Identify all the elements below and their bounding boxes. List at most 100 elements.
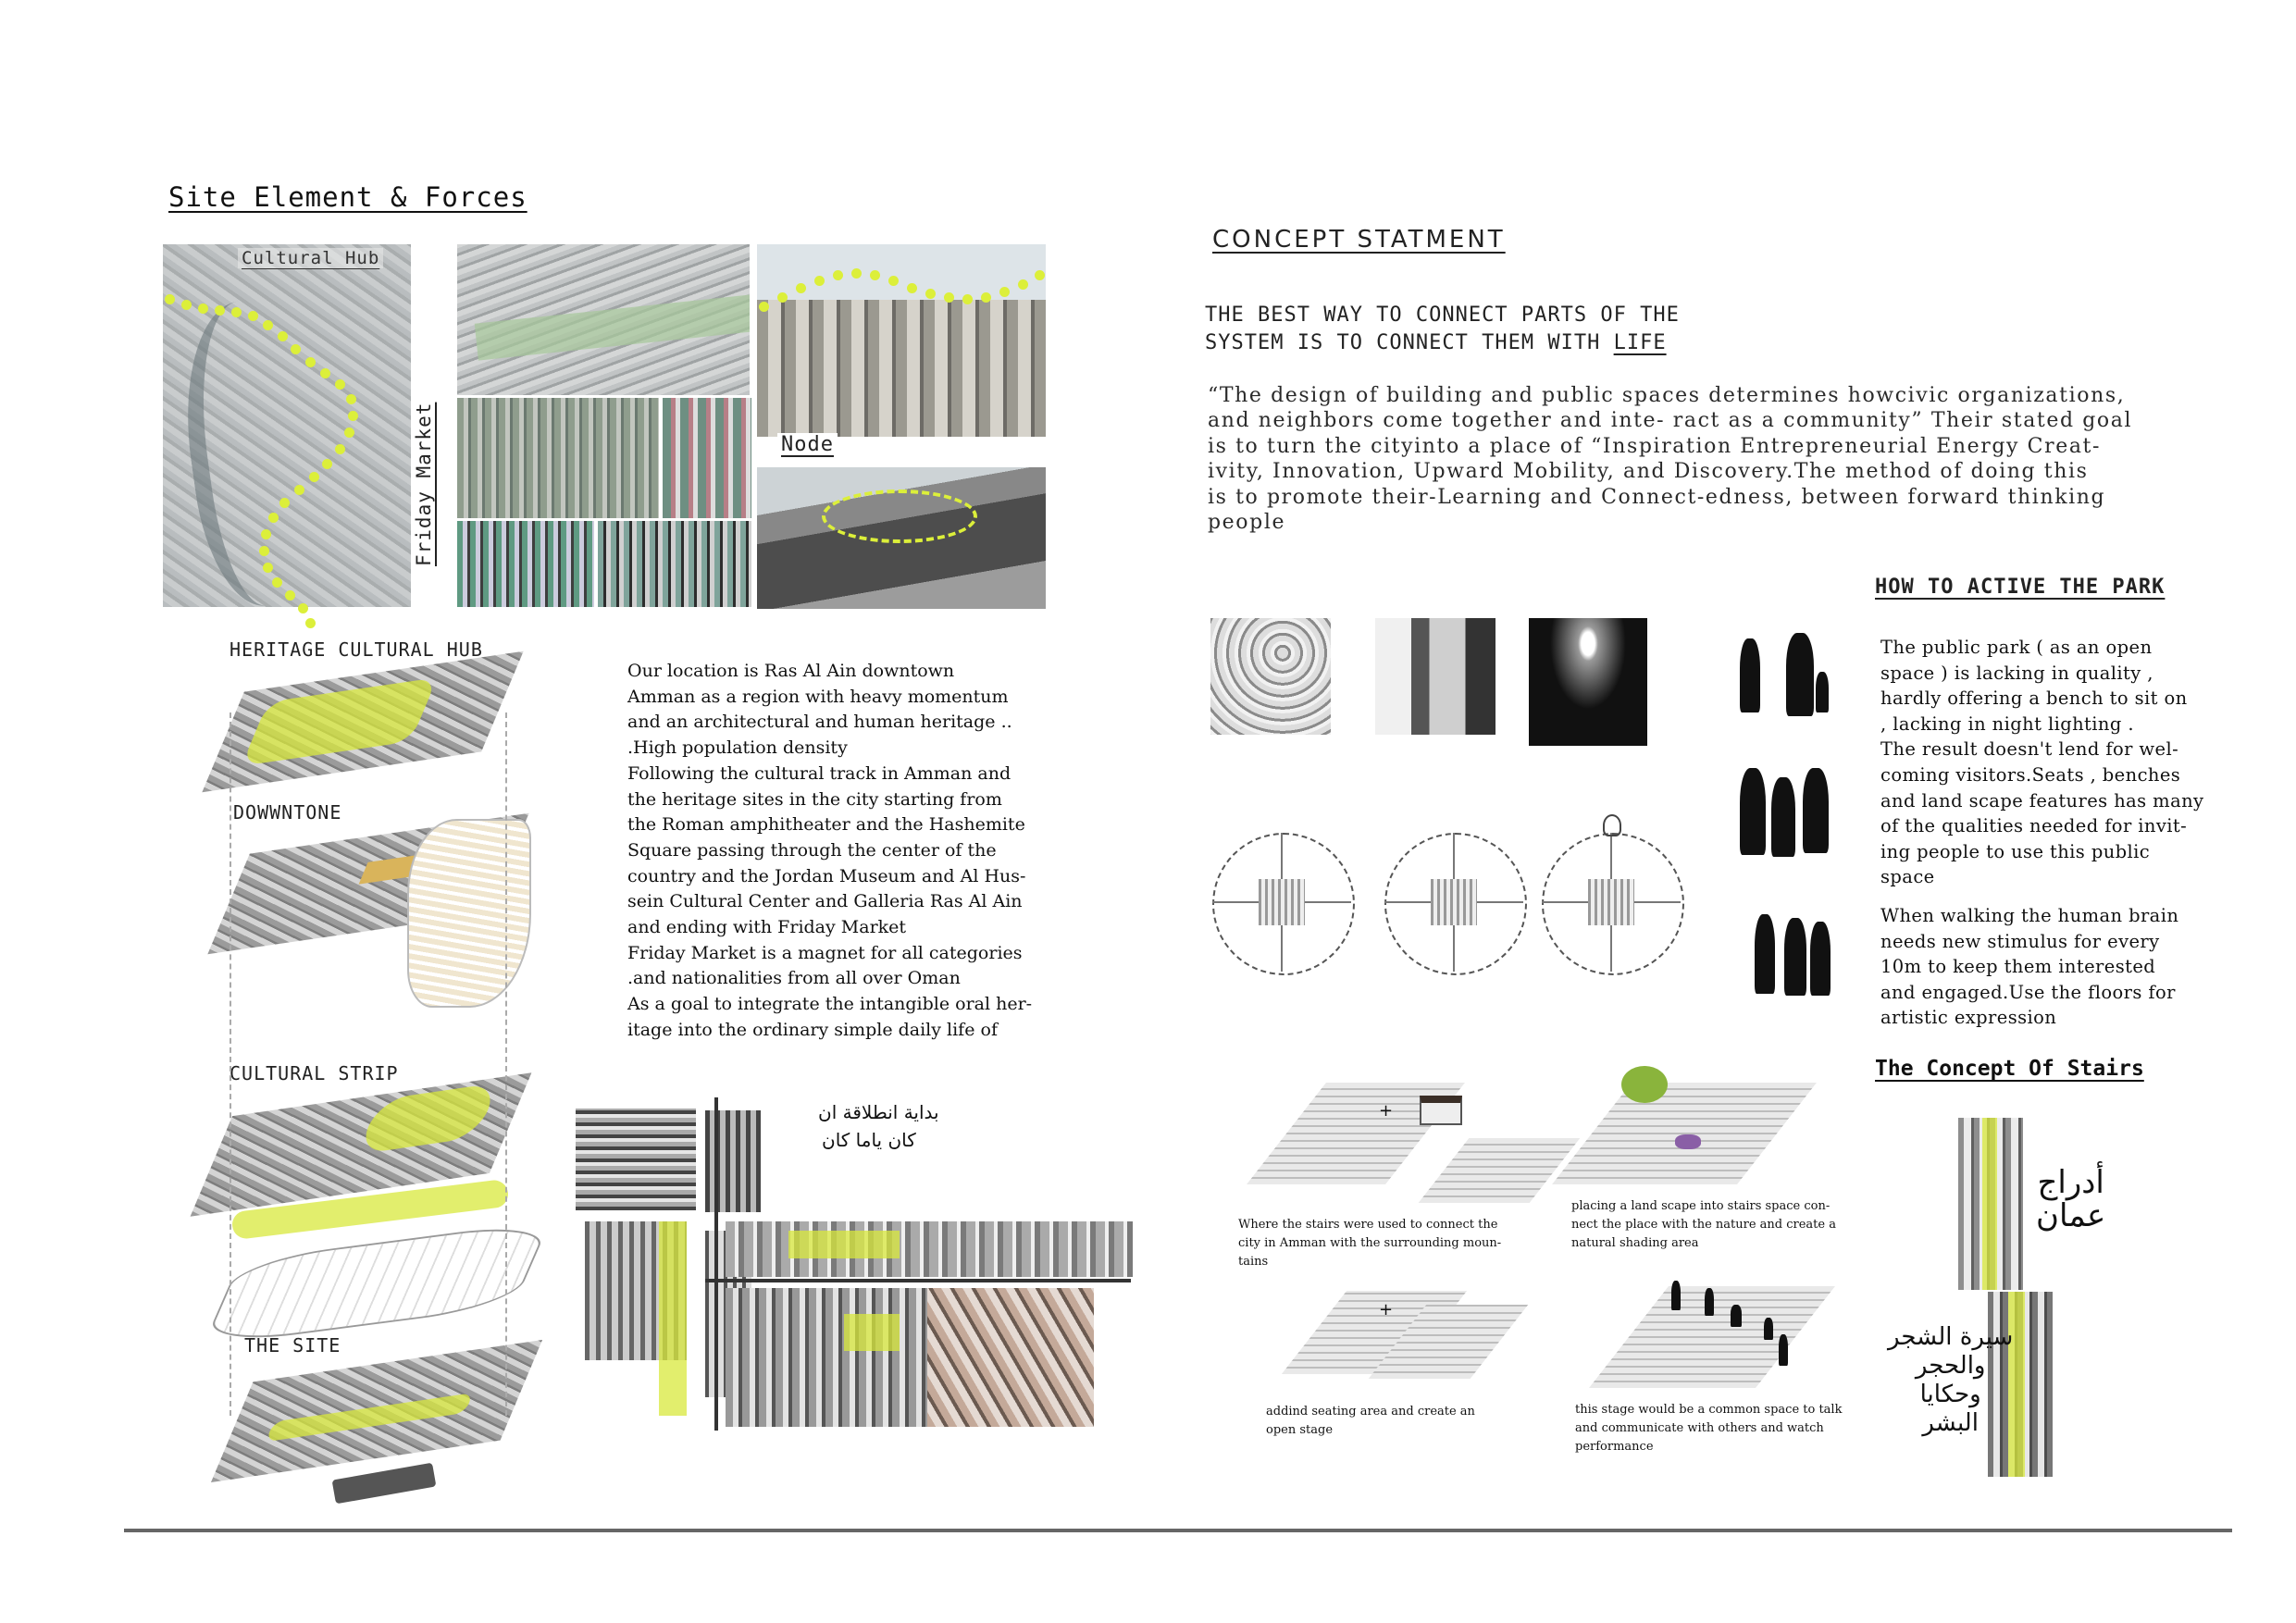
street-photo bbox=[1375, 618, 1496, 735]
layer-site-label: THE SITE bbox=[244, 1334, 341, 1357]
park-line: When walking the human brain bbox=[1880, 905, 2179, 926]
park-line: space ) is lacking in quality , bbox=[1880, 662, 2153, 684]
quote-line: people bbox=[1208, 511, 1286, 535]
plus-icon: + bbox=[1379, 1101, 1394, 1121]
plus-icon-2: + bbox=[1379, 1300, 1394, 1319]
park-line: The public park ( as an open bbox=[1880, 637, 2153, 658]
floor-pattern-photo bbox=[1210, 618, 1331, 735]
quote-line: is to turn the cityinto a place of “Insp… bbox=[1208, 434, 2102, 458]
park-line: artistic expression bbox=[1880, 1007, 2057, 1029]
box-icon bbox=[1420, 1096, 1462, 1125]
friday-market-photo-4 bbox=[598, 521, 751, 607]
arabic-line: والحجر bbox=[1915, 1352, 1986, 1380]
desc-line: Our location is Ras Al Ain downtown bbox=[627, 661, 955, 681]
stack-guide-left bbox=[230, 712, 231, 1416]
site-piece bbox=[331, 1462, 437, 1505]
arabic-line: وحكايا bbox=[1919, 1381, 1981, 1408]
tagline-line-1: THE BEST WAY TO CONNECT PARTS OF THE bbox=[1205, 304, 1680, 327]
tagline-text: SYSTEM IS TO CONNECT THEM WITH bbox=[1205, 331, 1614, 354]
stairs-caption-4: this stage would be a common space to ta… bbox=[1575, 1401, 1842, 1456]
quote-line: ivity, Innovation, Upward Mobility, and … bbox=[1208, 460, 2089, 484]
caption-line: this stage would be a common space to ta… bbox=[1575, 1403, 1843, 1417]
concept-quote: “The design of building and public space… bbox=[1208, 383, 2253, 535]
amman-stairs-photo-2 bbox=[1988, 1292, 2053, 1477]
park-line: 10m to keep them interested bbox=[1880, 956, 2156, 978]
strip-line-drawing bbox=[202, 1220, 552, 1347]
stairs-diagram-1b bbox=[1418, 1138, 1581, 1203]
desc-line: the Roman amphitheater and the Hashemite bbox=[627, 814, 1025, 836]
caption-line: nect the place with the nature and creat… bbox=[1571, 1218, 1836, 1232]
corridor-photo bbox=[1529, 618, 1647, 746]
friday-market-label: Friday Market bbox=[413, 402, 435, 566]
park-paragraph-1: The public park ( as an open space ) is … bbox=[1880, 635, 2232, 890]
site-title: Site Element & Forces bbox=[168, 181, 527, 213]
site-description: Our location is Ras Al Ain downtown Amma… bbox=[627, 659, 1053, 1044]
stack-guide-right bbox=[505, 712, 507, 1416]
park-line: coming visitors.Seats , benches bbox=[1880, 763, 2181, 786]
park-line: and engaged.Use the floors for bbox=[1880, 981, 2176, 1003]
arabic-line: البشر bbox=[1922, 1409, 1979, 1437]
cultural-hub-label: Cultural Hub bbox=[238, 248, 384, 268]
concept-tagline: THE BEST WAY TO CONNECT PARTS OF THE SYS… bbox=[1205, 302, 1680, 357]
amman-stairs-photo-1 bbox=[1958, 1118, 2023, 1290]
node-label: Node bbox=[777, 433, 838, 456]
friday-market-photo-1 bbox=[457, 398, 659, 518]
layer-strip-label: CULTURAL STRIP bbox=[230, 1062, 399, 1084]
caption-line: placing a land scape into stairs space c… bbox=[1571, 1199, 1831, 1213]
desc-line: Amman as a region with heavy momentum bbox=[627, 686, 1009, 707]
desc-line: .High population density bbox=[627, 737, 848, 759]
friday-market-photo-3 bbox=[457, 521, 594, 607]
park-paragraph-2: When walking the human brain needs new s… bbox=[1880, 903, 2232, 1031]
quote-line: and neighbors come together and inte- ra… bbox=[1208, 409, 2133, 433]
node-city-photo bbox=[757, 244, 1046, 437]
desc-line: and ending with Friday Market bbox=[627, 917, 907, 938]
caption-line: performance bbox=[1575, 1440, 1654, 1454]
layer-downtone-label: DOWWNTONE bbox=[233, 801, 342, 824]
desc-line: .and nationalities from all over Oman bbox=[627, 968, 961, 989]
park-title: HOW TO ACTIVE THE PARK bbox=[1875, 576, 2166, 599]
desc-line: Friday Market is a magnet for all catego… bbox=[627, 942, 1023, 963]
bottom-rule bbox=[124, 1529, 2232, 1532]
desc-line: and an architectural and human heritage … bbox=[627, 712, 1012, 733]
caption-line: Where the stairs were used to connect th… bbox=[1238, 1218, 1498, 1232]
park-line: and land scape features has many bbox=[1880, 789, 2204, 812]
park-line: needs new stimulus for every bbox=[1880, 930, 2160, 952]
layer-heritage-plate bbox=[202, 650, 524, 793]
caption-line: city in Amman with the surrounding moun- bbox=[1238, 1236, 1502, 1250]
tagline-life: LIFE bbox=[1613, 331, 1667, 354]
desc-line: Square passing through the center of the bbox=[627, 839, 997, 861]
quote-line: “The design of building and public space… bbox=[1208, 384, 2126, 407]
arabic-title-1: أدراج عمان bbox=[2036, 1166, 2105, 1233]
caption-line: open stage bbox=[1266, 1423, 1334, 1437]
concept-title: CONCEPT STATMENT bbox=[1212, 226, 1506, 254]
oral-heritage-collage: بداية انطلاقة ان كان ياما كان bbox=[576, 1092, 1186, 1434]
lightbulb-icon bbox=[1603, 814, 1621, 836]
caption-line: addind seating area and create an bbox=[1266, 1405, 1475, 1419]
park-line: The result doesn't lend for wel- bbox=[1880, 738, 2179, 761]
friday-market-site-plan bbox=[457, 244, 750, 395]
downtone-cutout-map bbox=[407, 819, 531, 1008]
arabic-line: أدراج bbox=[2037, 1164, 2104, 1201]
layer-heritage-label: HERITAGE CULTURAL HUB bbox=[230, 638, 483, 661]
stairs-caption-2: placing a land scape into stairs space c… bbox=[1571, 1197, 1836, 1253]
friday-market-photo-2 bbox=[663, 398, 751, 518]
caption-line: tains bbox=[1238, 1255, 1269, 1269]
desc-line: itage into the ordinary simple daily lif… bbox=[627, 1019, 998, 1040]
desc-line: Following the cultural track in Amman an… bbox=[627, 762, 1011, 784]
tagline-line-2: SYSTEM IS TO CONNECT THEM WITH LIFE bbox=[1205, 329, 1680, 357]
park-line: of the qualities needed for invit- bbox=[1880, 815, 2188, 837]
stairs-caption-3: addind seating area and create an open s… bbox=[1266, 1403, 1475, 1440]
desc-line: As a goal to integrate the intangible or… bbox=[627, 994, 1033, 1015]
cultural-hub-aerial-map bbox=[163, 244, 411, 607]
park-line: ing people to use this public bbox=[1880, 840, 2151, 862]
quote-line: is to promote their-Learning and Connect… bbox=[1208, 485, 2106, 509]
park-line: space bbox=[1880, 866, 1935, 888]
stairs-title: The Concept Of Stairs bbox=[1875, 1057, 2144, 1081]
desc-line: the heritage sites in the city starting … bbox=[627, 788, 1002, 810]
arabic-line: عمان bbox=[2036, 1197, 2106, 1234]
planter-icon bbox=[1675, 1134, 1701, 1149]
arabic-line: سيرة الشجر bbox=[1888, 1323, 2014, 1351]
caption-line: and communicate with others and watch bbox=[1575, 1421, 1824, 1435]
stairs-diagram-2 bbox=[1552, 1083, 1817, 1184]
node-intersection-photo bbox=[757, 467, 1046, 609]
